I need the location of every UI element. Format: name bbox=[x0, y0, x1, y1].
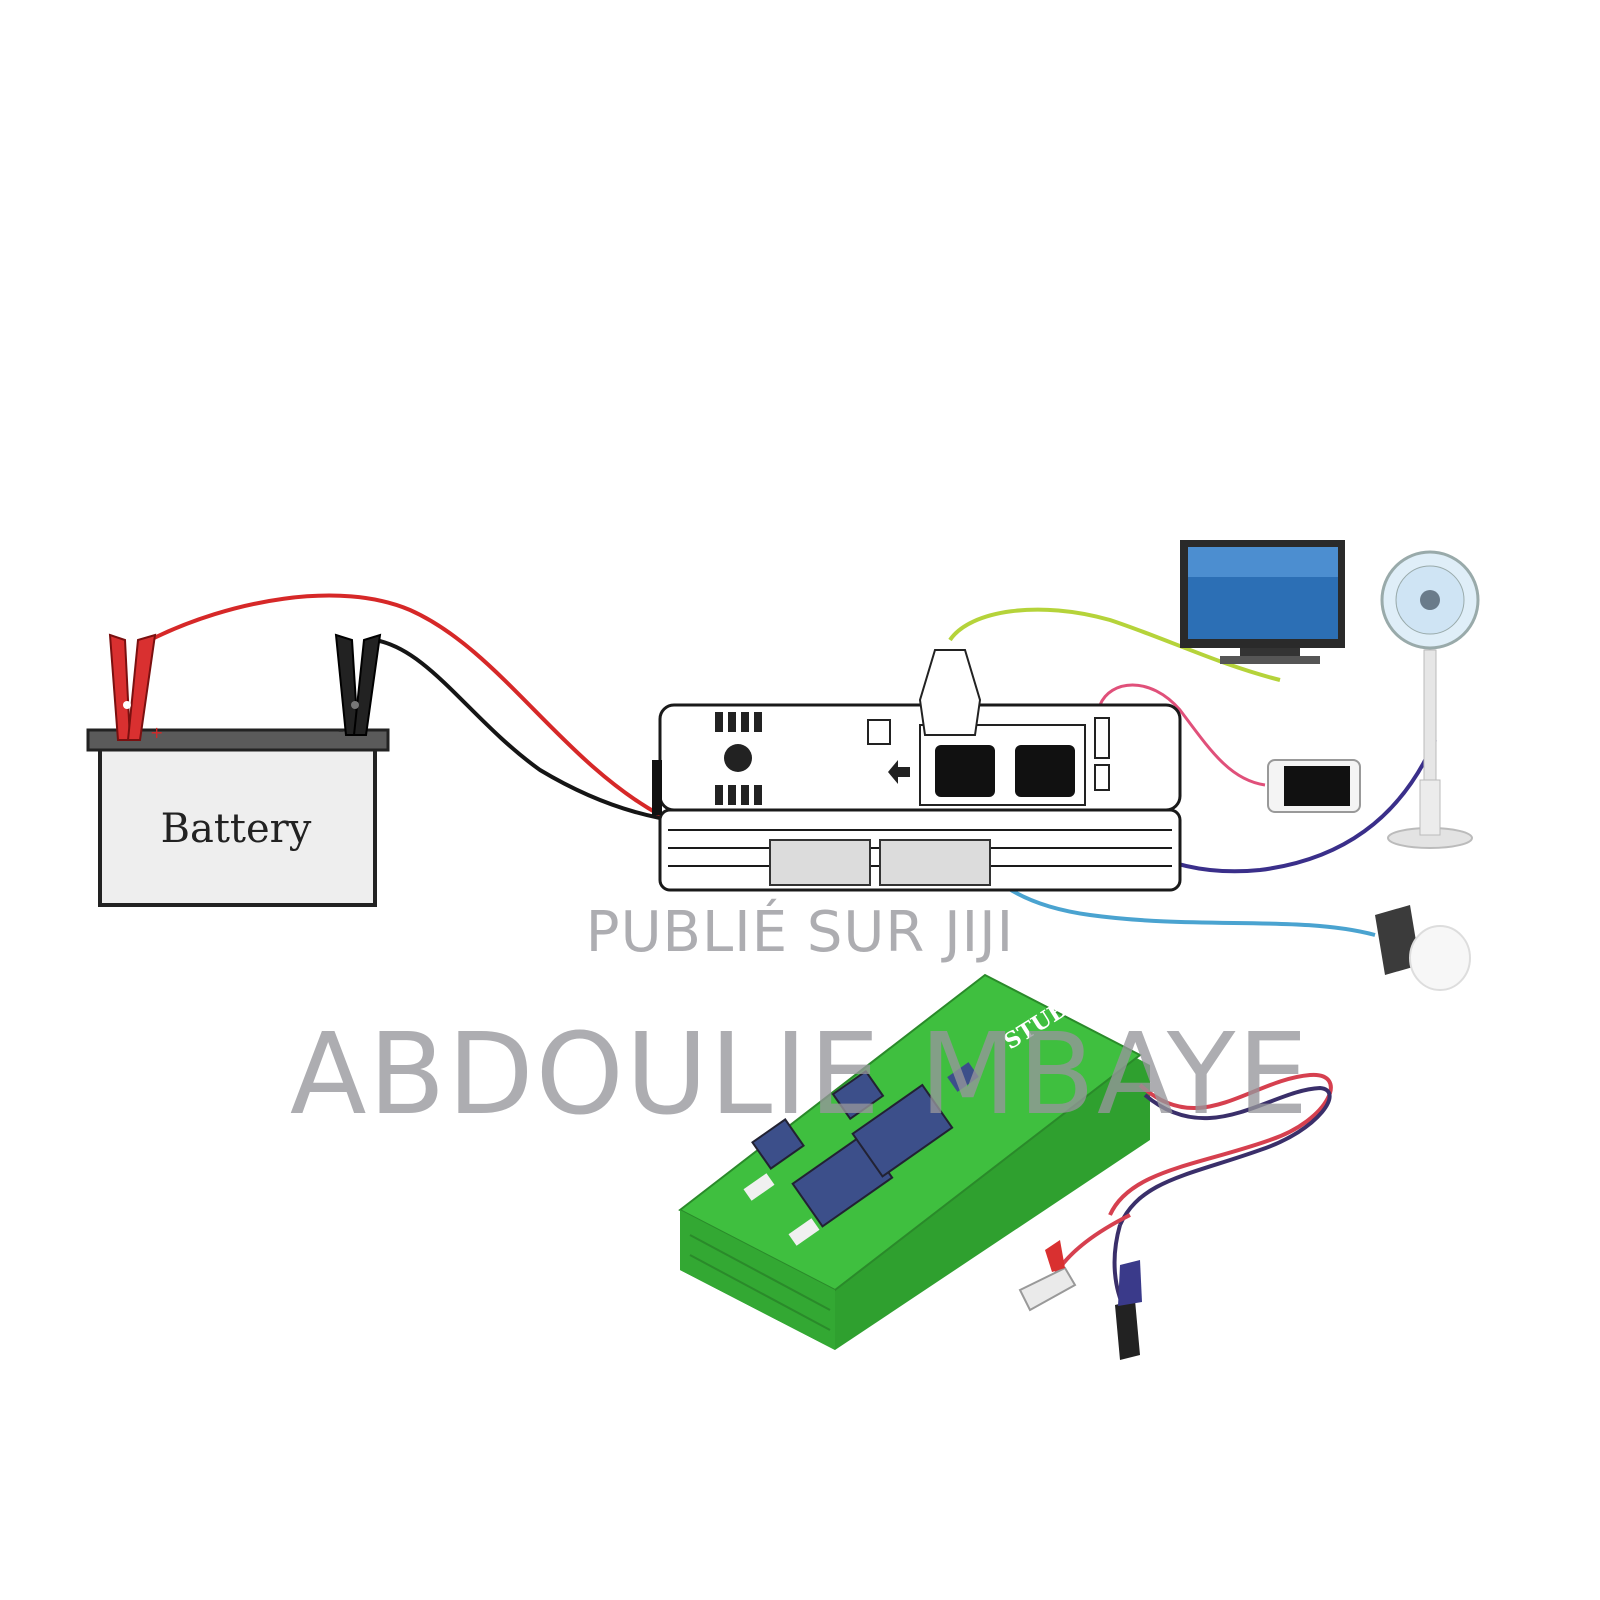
positive-terminal-mark: + bbox=[150, 723, 163, 742]
usb-port-icon bbox=[1094, 717, 1110, 759]
battery: Battery + - bbox=[86, 721, 390, 907]
socket-icon bbox=[851, 1083, 954, 1178]
green-inverter-product: STUBBY bbox=[678, 973, 1150, 1350]
power-switch-icon bbox=[867, 719, 891, 745]
vent-icon bbox=[715, 712, 762, 805]
usb-port-icon bbox=[788, 1218, 820, 1246]
socket-icon bbox=[831, 1069, 885, 1121]
fan-icon bbox=[1380, 550, 1480, 849]
power-button-icon bbox=[947, 1062, 979, 1092]
battery-label: Battery bbox=[161, 806, 312, 852]
pink-phone-wire bbox=[1098, 683, 1266, 787]
ac-socket-icon bbox=[935, 745, 995, 797]
ac-socket-icon bbox=[1015, 745, 1075, 797]
black-battery-wire bbox=[374, 638, 661, 820]
phone-icon bbox=[1267, 759, 1361, 813]
negative-terminal-mark: - bbox=[338, 721, 344, 740]
tv-icon bbox=[1180, 540, 1345, 664]
inverter-diagram bbox=[652, 649, 1182, 892]
fan-logo-icon bbox=[724, 744, 752, 772]
black-clip-icon bbox=[1115, 1260, 1142, 1360]
arrow-icon bbox=[888, 760, 910, 784]
light-bulb-icon bbox=[1375, 905, 1471, 991]
usb-port-icon bbox=[743, 1173, 775, 1201]
red-clip-icon bbox=[108, 633, 157, 741]
socket-icon bbox=[751, 1118, 805, 1170]
ac-plug-icon bbox=[918, 649, 982, 736]
red-clip-icon bbox=[1018, 1240, 1077, 1312]
usb-port-icon bbox=[1094, 764, 1110, 791]
red-battery-wire bbox=[149, 593, 661, 817]
black-clip-icon bbox=[334, 633, 382, 736]
